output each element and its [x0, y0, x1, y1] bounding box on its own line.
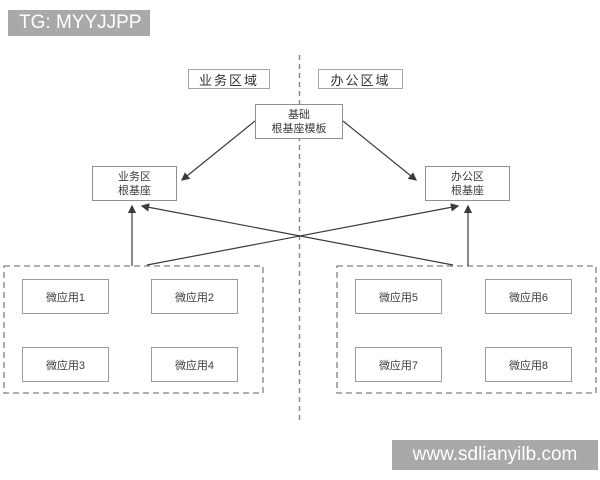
app-box-7: 微应用7 [355, 347, 442, 382]
app-box-1: 微应用1 [22, 279, 109, 314]
zone-label-business: 业务区域 [188, 69, 270, 89]
watermark-url: www.sdlianyilb.com [392, 440, 598, 470]
watermark-url-text: www.sdlianyilb.com [412, 444, 578, 465]
office-apps-container [336, 265, 597, 394]
business-base-line2: 根基座 [118, 184, 151, 197]
business-apps-container [3, 265, 264, 394]
template-node: 基础 根基座模板 [255, 104, 343, 139]
edge-template-to-business-base [181, 120, 256, 181]
edge-office-apps-to-business-base [140, 203, 454, 266]
template-node-line1: 基础 [288, 108, 310, 121]
zone-label-office: 办公区域 [318, 69, 403, 89]
app-box-3: 微应用3 [22, 347, 109, 382]
office-base-line1: 办公区 [451, 170, 484, 183]
app-box-2: 微应用2 [151, 279, 238, 314]
app-box-5: 微应用5 [355, 279, 442, 314]
office-base-node: 办公区 根基座 [425, 166, 510, 201]
office-base-line2: 根基座 [451, 184, 484, 197]
business-base-node: 业务区 根基座 [92, 166, 177, 201]
edge-business-apps-to-office-base [146, 203, 460, 266]
template-node-line2: 根基座模板 [271, 122, 327, 135]
app-box-4: 微应用4 [151, 347, 238, 382]
app-box-8: 微应用8 [485, 347, 572, 382]
watermark-badge-text: TG: MYYJJPP [19, 12, 142, 33]
business-base-line1: 业务区 [118, 170, 151, 183]
edge-template-to-office-base [342, 120, 417, 181]
watermark-badge-top: TG: MYYJJPP [8, 10, 150, 36]
app-box-6: 微应用6 [485, 279, 572, 314]
